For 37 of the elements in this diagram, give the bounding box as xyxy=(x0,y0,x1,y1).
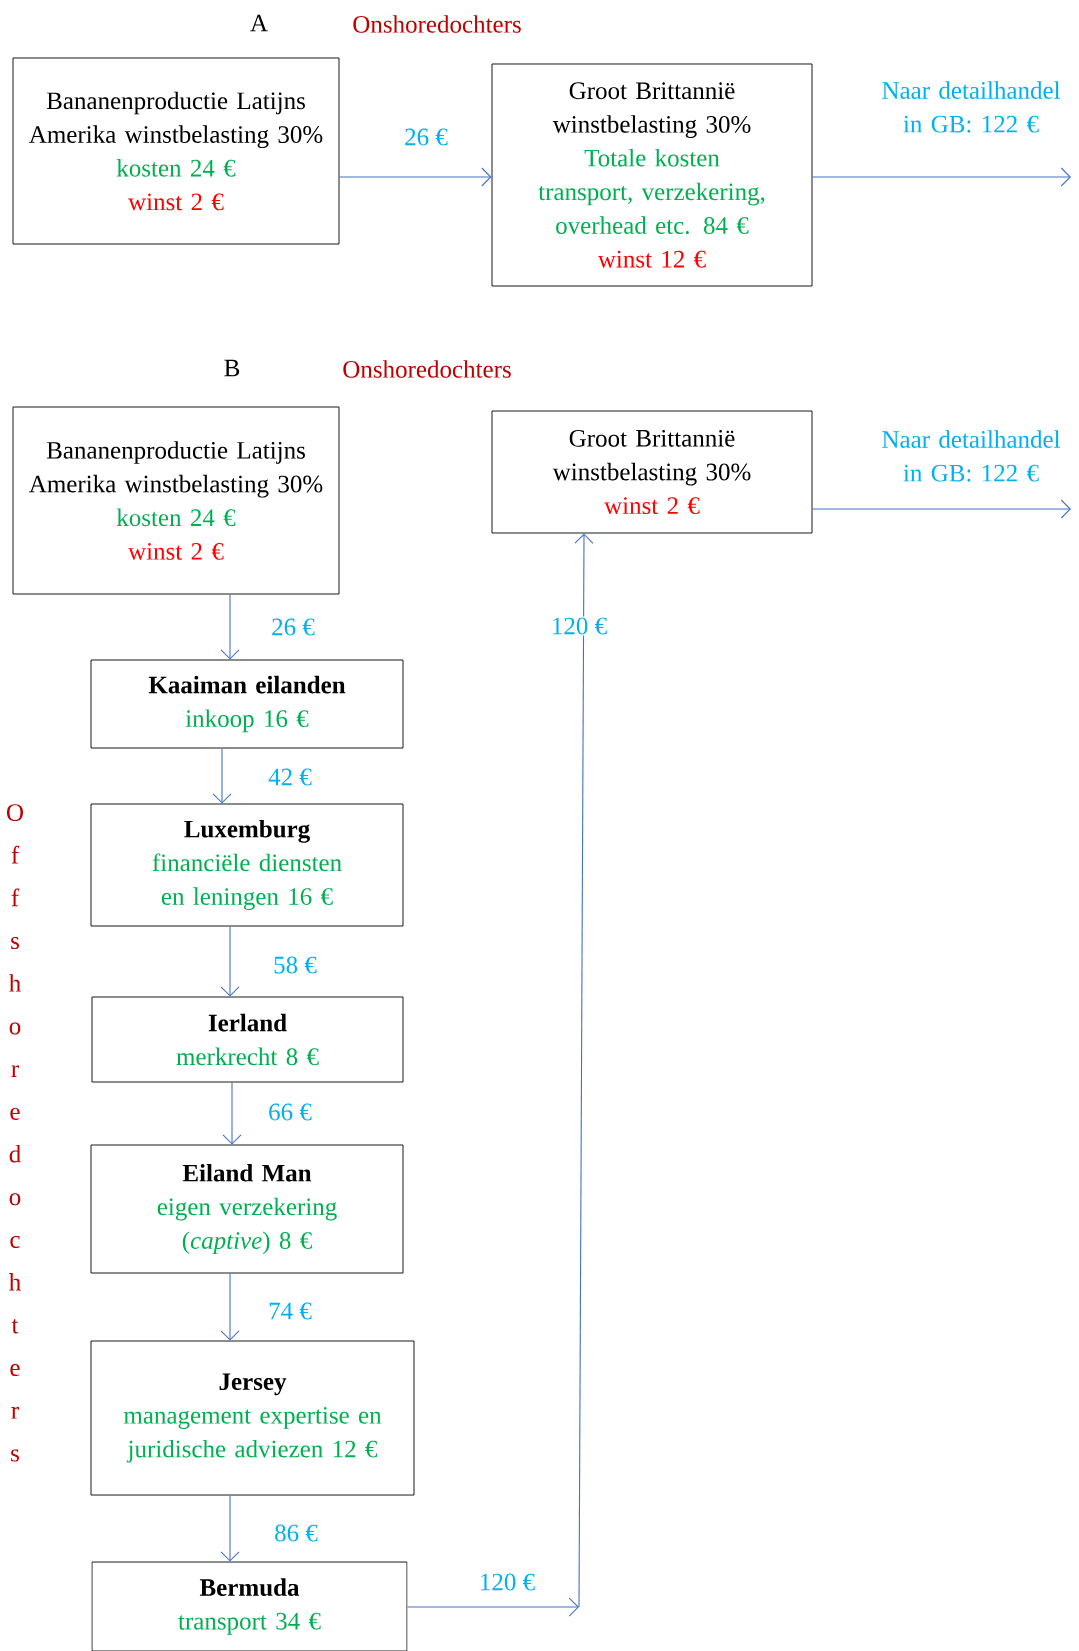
group-title: Onshoredochters xyxy=(353,15,521,33)
country-box: Groot Brittannië winstbelasting 30% Totale kosten transport, verzekering, overhead etc. 84 € winst 12 € xyxy=(491,63,813,287)
heading-letter: A xyxy=(250,14,268,32)
edge-label: 120 € xyxy=(549,616,609,636)
arrow xyxy=(811,499,1071,519)
edge-label: 66 € xyxy=(267,1102,313,1122)
arrow xyxy=(220,1272,240,1341)
arrow xyxy=(406,1597,579,1617)
group-title: Onshoredochters xyxy=(343,360,511,378)
arrow xyxy=(220,1494,240,1562)
edge-label: 86 € xyxy=(273,1523,319,1543)
edge-label: 58 € xyxy=(272,955,318,975)
country-box: Bananenproductie Latijns Amerika winstbelasting 30% kosten 24 € winst 2 € xyxy=(12,406,340,595)
arrow xyxy=(220,593,240,660)
edge-label: 26 € xyxy=(403,127,449,147)
country-box: Jersey management expertise en juridische adviezen 12 € xyxy=(90,1340,415,1496)
country-box: Groot Brittannië winstbelasting 30% winst 2 € xyxy=(491,410,813,534)
edge-label: Naar detailhandel in GB: 122 € xyxy=(865,80,1077,134)
edge-label: 74 € xyxy=(267,1301,313,1321)
country-box: Ierland merkrecht 8 € xyxy=(91,996,404,1083)
arrow xyxy=(222,1081,242,1145)
arrow xyxy=(811,167,1071,187)
edge-label: Naar detailhandel in GB: 122 € xyxy=(865,429,1077,483)
country-box: Luxemburg financiële diensten en leningen 16 € xyxy=(90,803,404,927)
arrow xyxy=(212,747,232,804)
arrow xyxy=(574,533,594,1608)
vertical-label: Offshoredochters xyxy=(7,804,23,1462)
arrow xyxy=(338,167,492,187)
heading-letter: B xyxy=(224,359,240,377)
country-box: Bananenproductie Latijns Amerika winstbelasting 30% kosten 24 € winst 2 € xyxy=(12,57,340,245)
country-box: Eiland Man eigen verzekering (captive) 8 € xyxy=(90,1144,404,1274)
edge-label: 42 € xyxy=(267,767,313,787)
edge-label: 26 € xyxy=(270,617,316,637)
arrow xyxy=(220,925,240,997)
country-box: Kaaiman eilanden inkoop 16 € xyxy=(90,659,404,749)
country-box: Bermuda transport 34 € xyxy=(91,1561,408,1651)
edge-label: 120 € xyxy=(477,1572,537,1592)
